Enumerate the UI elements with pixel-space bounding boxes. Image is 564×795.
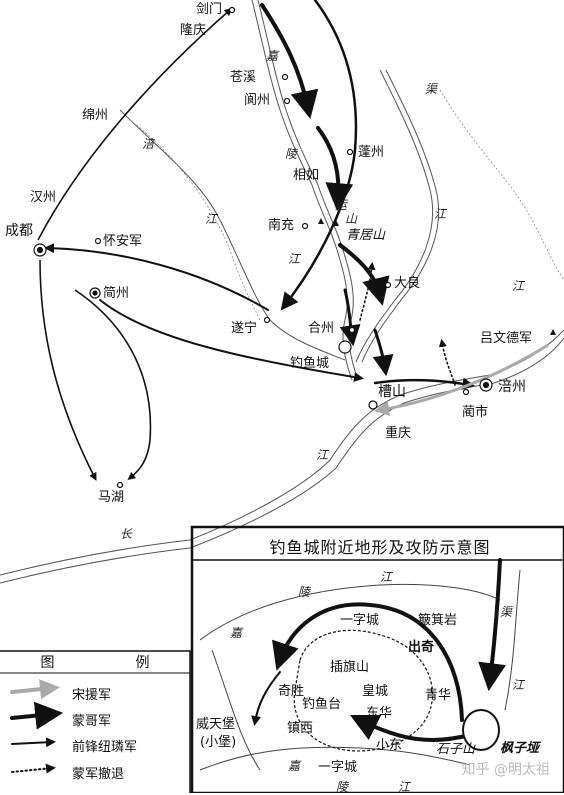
river-label-jiang3: 江	[434, 207, 447, 221]
legend-title-a: 图	[40, 655, 55, 671]
place-daliang: 大良	[394, 276, 421, 291]
inset-label-yizicheng-s: 一字城	[318, 760, 358, 775]
place-diaoyucheng: 钓鱼城	[290, 356, 330, 371]
river-label-fu: 涪	[142, 137, 155, 151]
inset-label-jiang-right: 江	[512, 678, 525, 692]
inset-label-qisheng: 奇胜	[278, 684, 305, 699]
inset-label-weitianbao: 威天堡	[196, 717, 236, 732]
watermark: 知乎 @明太祖	[461, 762, 550, 778]
inset-label-zhenxi: 镇西	[287, 721, 314, 736]
place-chongqing: 重庆	[385, 426, 412, 441]
inset-hill-marker	[462, 709, 500, 751]
place-hanzhou: 汉州	[30, 190, 57, 205]
place-xiangru: 相如	[293, 168, 320, 183]
place-chengdu: 成都	[5, 223, 33, 239]
inset-label-shizishan: 石子山	[436, 742, 476, 757]
place-caoshan: 槽山	[378, 384, 406, 400]
river-label-shan: 山	[345, 212, 358, 226]
river-label-ling: 陵	[285, 147, 298, 161]
place-jianzhou: 简州	[103, 286, 130, 301]
inset-label-chuqi: 出奇	[408, 640, 435, 655]
inset-label-ling-bottom: 陵	[336, 780, 349, 794]
inset-title: 钓鱼城附近地形及攻防示意图	[269, 538, 491, 557]
river-label-qu: 渠	[425, 82, 438, 96]
river-label-jia: 嘉	[266, 49, 279, 63]
place-hezhou: 合州	[308, 321, 335, 336]
legend-item-mongke-army: 蒙哥军	[72, 714, 112, 729]
place-huaian: 怀安军	[103, 234, 143, 249]
legend-item-vanguard: 前锋纽璘军	[72, 740, 138, 755]
place-suining: 遂宁	[231, 321, 258, 336]
inset-label-ling: 陵	[298, 585, 311, 599]
place-jianmen: 剑门	[196, 2, 223, 17]
place-lvwende: 吕文德军	[480, 331, 533, 346]
inset-fortress-wall	[293, 629, 434, 752]
place-mahu: 马湖	[98, 490, 125, 505]
place-linshi: 蔺市	[462, 405, 489, 420]
river-label-jiang5: 江	[316, 448, 329, 462]
vanguard-niulin-arrows	[37, 7, 233, 481]
song-relief-arrow	[374, 343, 549, 416]
legend-item-retreat: 蒙军撤退	[72, 767, 125, 782]
river-fu	[119, 109, 346, 361]
inset-label-chaqishan: 插旗山	[330, 660, 370, 675]
inset-label-jiang-bottom: 江	[398, 780, 411, 794]
inset-attack-arrows	[251, 558, 506, 742]
inset-label-bojiyan: 簸箕岩	[418, 613, 458, 628]
inset-label-qu: 渠	[500, 605, 513, 619]
inset-label-jia: 嘉	[230, 626, 243, 640]
inset-label-xiaobao: (小堡)	[200, 735, 237, 750]
inset-label-xiaodong: 小东	[376, 738, 403, 753]
place-langzhou: 阆州	[244, 93, 271, 108]
inset-label-fengziya: 枫子垭	[500, 741, 540, 756]
inset-label-huangcheng: 皇城	[362, 684, 389, 699]
provincial-border	[129, 89, 564, 321]
legend-swatches	[10, 679, 64, 774]
place-pengzhou: 蓬州	[358, 145, 385, 160]
river-qu	[355, 69, 440, 363]
inset-label-yizicheng-n: 一字城	[340, 613, 380, 628]
place-qingjushan: 青居山	[346, 228, 386, 243]
city-markers	[33, 6, 493, 489]
mongke-army-arrows	[44, 0, 475, 390]
mountain-markers	[318, 218, 556, 335]
place-mianzhou: 绵州	[82, 108, 109, 123]
place-cangxi: 苍溪	[230, 70, 257, 85]
river-label-jiang2: 江	[205, 212, 218, 226]
inset-label-jiang-top: 江	[380, 570, 393, 584]
place-fuzhou: 涪州	[498, 379, 526, 395]
inset-label-donghua: 东华	[366, 706, 393, 721]
place-longqing: 隆庆	[180, 23, 207, 38]
inset-label-diaoyutai: 钓鱼台	[302, 697, 342, 712]
legend-title: 图 例	[0, 651, 190, 673]
river-label-chang: 长	[120, 527, 133, 541]
place-nanchong: 南充	[268, 218, 295, 233]
legend-item-song-relief: 宋援军	[72, 688, 112, 703]
inset-rivers	[199, 569, 521, 771]
river-label-jiang4: 江	[512, 279, 525, 293]
inset-label-qinghua: 青华	[425, 688, 452, 703]
river-label-yun: 运	[335, 198, 348, 212]
legend-title-b: 例	[135, 655, 150, 671]
legend-frame	[0, 650, 191, 793]
mongol-retreat-arrows	[359, 261, 456, 386]
river-label-jiang1: 江	[288, 252, 301, 266]
inset-label-jia-bottom: 嘉	[288, 759, 301, 773]
